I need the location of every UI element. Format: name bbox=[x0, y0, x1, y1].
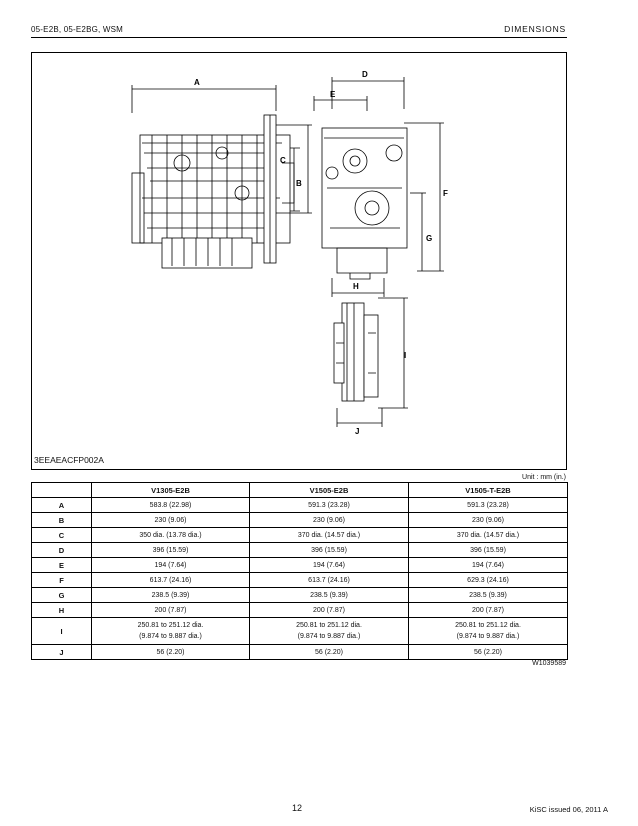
row-key: G bbox=[31, 587, 92, 603]
table-row: A 583.8 (22.98) 591.3 (23.28) 591.3 (23.… bbox=[31, 497, 568, 513]
dim-label-a: A bbox=[194, 78, 200, 87]
figure-code: 3EEAEACFP002A bbox=[34, 455, 104, 465]
table-cell: 200 (7.87) bbox=[91, 602, 250, 618]
dim-label-g: G bbox=[426, 234, 432, 243]
table-cell: 613.7 (24.16) bbox=[91, 572, 250, 588]
cell-line: (9.874 to 9.887 dia.) bbox=[297, 633, 361, 640]
table-cell: 396 (15.59) bbox=[408, 542, 568, 558]
dimensions-table: V1305-E2B V1505-E2B V1505-T-E2B A 583.8 … bbox=[31, 482, 568, 660]
dim-label-i: I bbox=[404, 351, 406, 360]
front-view-engine bbox=[321, 127, 408, 280]
row-key: H bbox=[31, 602, 92, 618]
table-header-model: V1505-T-E2B bbox=[408, 482, 568, 498]
engine-drawing: A B C D E F G H I J bbox=[131, 70, 448, 436]
table-row: I 250.81 to 251.12 dia. (9.874 to 9.887 … bbox=[31, 617, 568, 645]
issue-info: KiSC issued 06, 2011 A bbox=[529, 805, 608, 814]
table-row: E 194 (7.64) 194 (7.64) 194 (7.64) bbox=[31, 557, 568, 573]
document-code: W1039589 bbox=[532, 660, 566, 667]
table-cell: 370 dia. (14.57 dia.) bbox=[249, 527, 409, 543]
table-cell: 194 (7.64) bbox=[408, 557, 568, 573]
dim-label-h: H bbox=[353, 282, 359, 291]
cell-line: 250.81 to 251.12 dia. bbox=[296, 622, 362, 629]
table-header-model: V1505-E2B bbox=[249, 482, 409, 498]
cell-line: (9.874 to 9.887 dia.) bbox=[456, 633, 520, 640]
table-row: F 613.7 (24.16) 613.7 (24.16) 629.3 (24.… bbox=[31, 572, 568, 588]
cell-line: (9.874 to 9.887 dia.) bbox=[139, 633, 202, 640]
table-cell: 629.3 (24.16) bbox=[408, 572, 568, 588]
dim-label-e: E bbox=[330, 90, 336, 99]
table-cell: 583.8 (22.98) bbox=[91, 497, 250, 513]
dim-label-b: B bbox=[296, 179, 302, 188]
cell-line: 250.81 to 251.12 dia. bbox=[137, 622, 204, 629]
row-key: A bbox=[31, 497, 92, 513]
page-number: 12 bbox=[292, 803, 303, 813]
table-cell: 56 (2.20) bbox=[408, 644, 568, 660]
table-cell: 613.7 (24.16) bbox=[249, 572, 409, 588]
row-key: D bbox=[31, 542, 92, 558]
table-cell: 250.81 to 251.12 dia. (9.874 to 9.887 di… bbox=[408, 617, 568, 645]
row-key: C bbox=[31, 527, 92, 543]
table-row: J 56 (2.20) 56 (2.20) 56 (2.20) bbox=[31, 644, 568, 660]
table-cell: 56 (2.20) bbox=[91, 644, 250, 660]
table-row: B 230 (9.06) 230 (9.06) 230 (9.06) bbox=[31, 512, 568, 528]
row-key: F bbox=[31, 572, 92, 588]
header-rule bbox=[31, 37, 567, 38]
table-cell: 396 (15.59) bbox=[91, 542, 250, 558]
table-cell: 230 (9.06) bbox=[408, 512, 568, 528]
table-row: G 238.5 (9.39) 238.5 (9.39) 238.5 (9.39) bbox=[31, 587, 568, 603]
row-key: J bbox=[31, 644, 92, 660]
table-cell: 194 (7.64) bbox=[249, 557, 409, 573]
flywheel-view bbox=[333, 302, 379, 402]
table-cell: 396 (15.59) bbox=[249, 542, 409, 558]
dim-label-d: D bbox=[362, 70, 368, 79]
table-cell: 238.5 (9.39) bbox=[91, 587, 250, 603]
dim-label-j: J bbox=[355, 427, 359, 436]
table-cell: 250.81 to 251.12 dia. (9.874 to 9.887 di… bbox=[249, 617, 409, 645]
table-row: C 350 dia. (13.78 dia.) 370 dia. (14.57 … bbox=[31, 527, 568, 543]
row-key: I bbox=[31, 617, 92, 645]
row-key: E bbox=[31, 557, 92, 573]
dim-label-f: F bbox=[443, 189, 448, 198]
row-key: B bbox=[31, 512, 92, 528]
table-cell: 350 dia. (13.78 dia.) bbox=[91, 527, 250, 543]
table-cell: 194 (7.64) bbox=[91, 557, 250, 573]
table-header-blank bbox=[31, 482, 92, 498]
table-row: H 200 (7.87) 200 (7.87) 200 (7.87) bbox=[31, 602, 568, 618]
engine-dimensions-figure: A B C D E F G H I J 3EEAEACFP002A bbox=[31, 52, 567, 470]
table-cell: 591.3 (23.28) bbox=[249, 497, 409, 513]
dim-label-c: C bbox=[280, 156, 286, 165]
table-cell: 370 dia. (14.57 dia.) bbox=[408, 527, 568, 543]
table-cell: 238.5 (9.39) bbox=[249, 587, 409, 603]
unit-note: Unit : mm (in.) bbox=[522, 474, 566, 481]
table-cell: 591.3 (23.28) bbox=[408, 497, 568, 513]
table-cell: 230 (9.06) bbox=[249, 512, 409, 528]
table-header-model: V1305-E2B bbox=[91, 482, 250, 498]
table-cell: 230 (9.06) bbox=[91, 512, 250, 528]
header-title: 05-E2B, 05-E2BG, WSM bbox=[31, 25, 124, 34]
side-view-engine bbox=[131, 114, 295, 269]
table-cell: 56 (2.20) bbox=[249, 644, 409, 660]
header-section: DIMENSIONS bbox=[504, 24, 566, 34]
table-row: D 396 (15.59) 396 (15.59) 396 (15.59) bbox=[31, 542, 568, 558]
table-cell: 238.5 (9.39) bbox=[408, 587, 568, 603]
table-header-row: V1305-E2B V1505-E2B V1505-T-E2B bbox=[31, 482, 568, 498]
table-cell: 250.81 to 251.12 dia. (9.874 to 9.887 di… bbox=[91, 617, 250, 645]
table-cell: 200 (7.87) bbox=[408, 602, 568, 618]
table-cell: 200 (7.87) bbox=[249, 602, 409, 618]
cell-line: 250.81 to 251.12 dia. bbox=[455, 622, 521, 629]
